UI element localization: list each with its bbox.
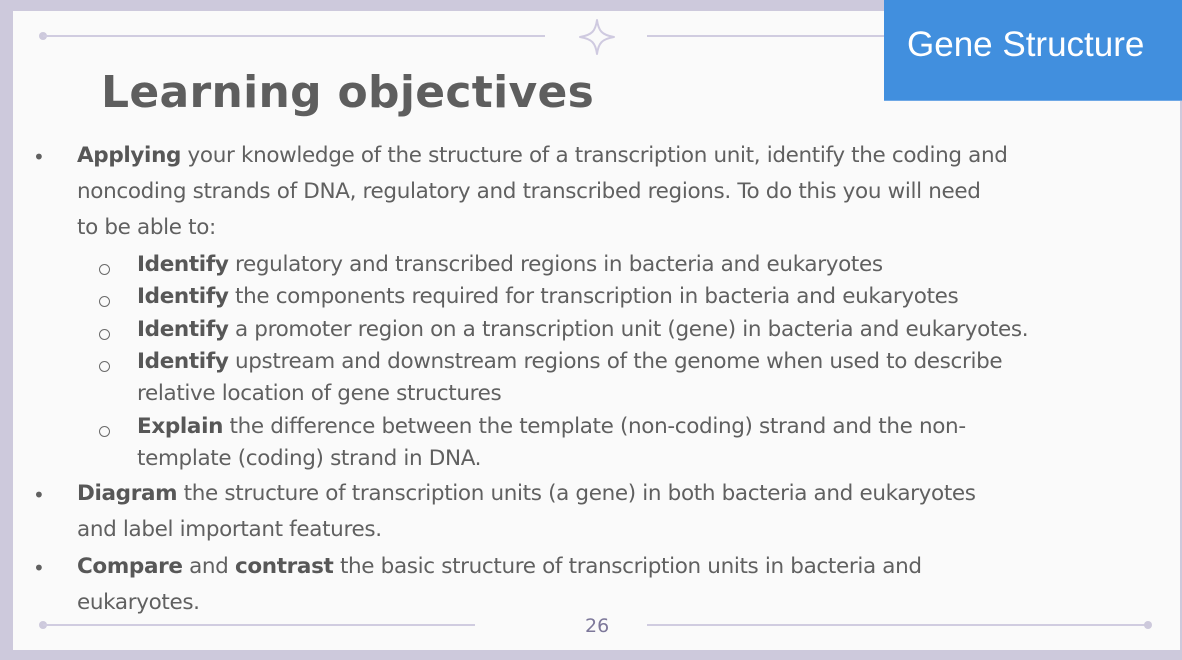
sub-objective-5-line-1: Explain the difference between the templ… (137, 414, 966, 439)
objective-1-line-2: noncoding strands of DNA, regulatory and… (77, 179, 981, 204)
objective-3-line-1: Compare and contrast the basic structure… (77, 554, 922, 579)
top-rule-left (43, 35, 545, 37)
objective-3-line-2: eukaryotes. (77, 590, 200, 615)
sub-objective-4-line-1: Identify upstream and downstream regions… (137, 349, 1003, 374)
objective-1-line-3: to be able to: (77, 215, 216, 240)
slide-card (13, 11, 1180, 650)
four-point-star-icon (579, 19, 615, 55)
bullet-icon: • (33, 556, 45, 580)
hollow-circle-bullet-icon (99, 264, 110, 275)
topic-tag-label: Gene Structure (907, 25, 1145, 64)
sub-objective-5-line-2: template (coding) strand in DNA. (137, 446, 482, 471)
rule-endpoint-dot (1144, 621, 1152, 629)
sub-objective-2: Identify the components required for tra… (137, 284, 959, 309)
top-rule-right (647, 35, 887, 37)
bullet-icon: • (33, 483, 45, 507)
bottom-rule-left (43, 624, 475, 626)
objective-1-line-1: Applying your knowledge of the structure… (77, 143, 1008, 168)
sub-objective-4-line-2: relative location of gene structures (137, 381, 502, 406)
bullet-icon: • (33, 145, 45, 169)
sub-objective-1: Identify regulatory and transcribed regi… (137, 252, 883, 277)
hollow-circle-bullet-icon (99, 329, 110, 340)
page-number: 26 (585, 615, 610, 637)
topic-tag: Gene Structure (884, 0, 1182, 101)
objective-2-line-2: and label important features. (77, 517, 382, 542)
hollow-circle-bullet-icon (99, 296, 110, 307)
objective-2-line-1: Diagram the structure of transcription u… (77, 481, 976, 506)
bottom-rule-right (647, 624, 1147, 626)
hollow-circle-bullet-icon (99, 361, 110, 372)
hollow-circle-bullet-icon (99, 426, 110, 437)
sub-objective-3: Identify a promoter region on a transcri… (137, 317, 1029, 342)
slide-title: Learning objectives (101, 67, 595, 118)
